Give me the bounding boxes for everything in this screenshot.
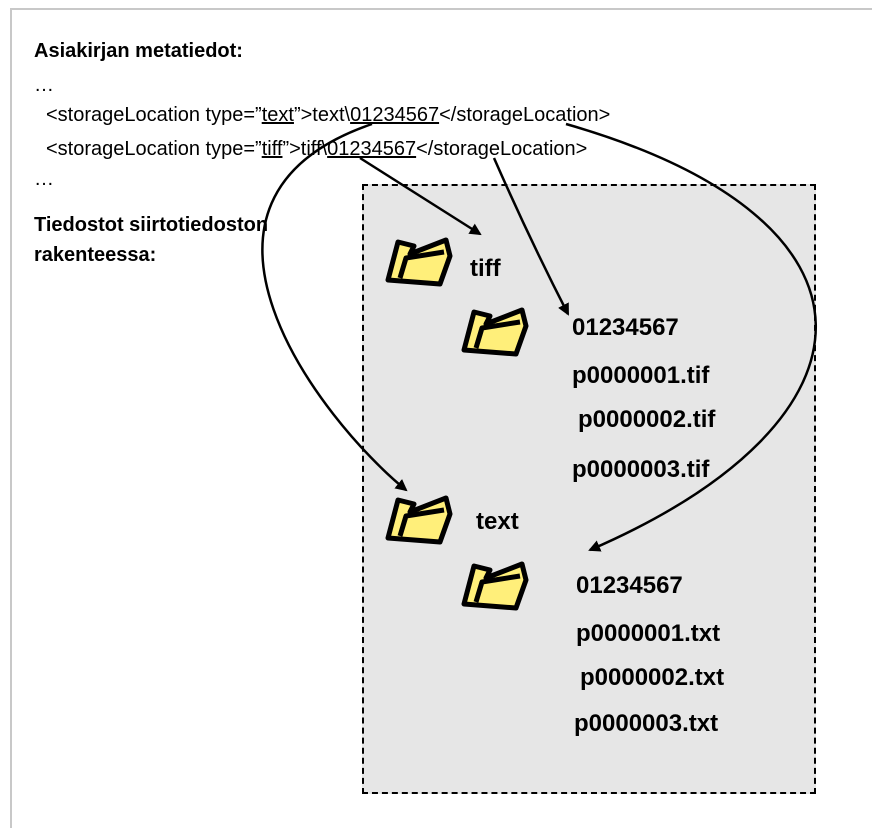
metadata-heading: Asiakirjan metatiedot: — [34, 40, 243, 62]
tiff-file-2: p0000002.tif — [578, 406, 716, 433]
diagram-frame — [10, 8, 872, 828]
folder-icon — [385, 495, 453, 545]
ellipsis-top: … — [34, 74, 54, 96]
text-file-1: p0000001.txt — [576, 620, 721, 647]
text-file-3: p0000003.txt — [574, 710, 719, 737]
storage-location-line-text: <storageLocation type=”text”>text\012345… — [46, 104, 610, 127]
line2-type-value: tiff — [261, 138, 283, 160]
line2-mid: ”>tiff\ — [282, 138, 328, 160]
line2-close: </storageLocation> — [416, 138, 588, 160]
folder-icon — [461, 561, 529, 611]
line2-id: 01234567 — [327, 138, 417, 160]
line2-open: <storageLocation type=” — [46, 138, 262, 160]
tiff-folder-label: tiff — [470, 255, 501, 282]
text-file-2: p0000002.txt — [580, 664, 725, 691]
line1-mid: ”>text\ — [293, 104, 351, 126]
tiff-subfolder-label: 01234567 — [572, 314, 679, 341]
text-folder-label: text — [476, 508, 519, 535]
tiff-file-1: p0000001.tif — [572, 362, 710, 389]
files-heading-line1: Tiedostot siirtotiedoston — [34, 214, 269, 236]
line1-open: <storageLocation type=” — [46, 104, 262, 126]
line1-id: 01234567 — [350, 104, 440, 126]
files-heading-line2: rakenteessa: — [34, 244, 157, 266]
storage-location-line-tiff: <storageLocation type=”tiff”>tiff\012345… — [46, 138, 587, 161]
folder-icon — [385, 237, 453, 287]
text-subfolder-label: 01234567 — [576, 572, 683, 599]
line1-close: </storageLocation> — [439, 104, 611, 126]
line1-type-value: text — [261, 104, 294, 126]
folder-icon — [461, 307, 529, 357]
tiff-file-3: p0000003.tif — [572, 456, 710, 483]
ellipsis-bottom: … — [34, 168, 54, 190]
